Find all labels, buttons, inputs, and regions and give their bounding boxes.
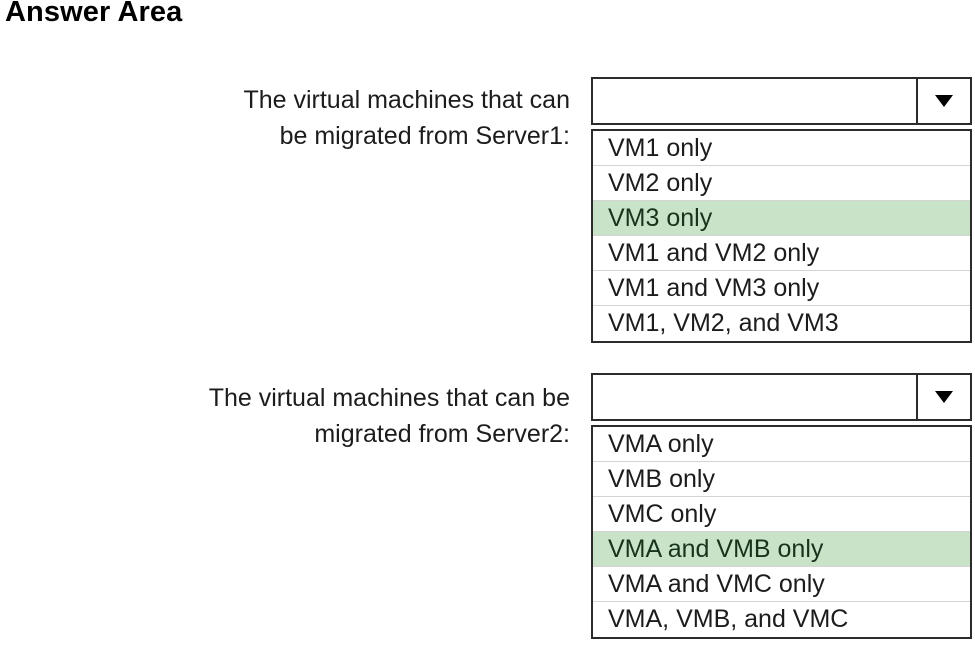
page-title: Answer Area (5, 0, 183, 28)
question-label-server1-line2: be migrated from Server1: (279, 122, 570, 150)
question-label-server1-line1: The virtual machines that can (243, 86, 570, 114)
list-item[interactable]: VMC only (593, 497, 970, 532)
dropdown-server1-option-list[interactable]: VM1 only VM2 only VM3 only VM1 and VM2 o… (591, 129, 972, 343)
dropdown-server2-value[interactable] (593, 375, 916, 419)
list-item[interactable]: VM2 only (593, 166, 970, 201)
list-item[interactable]: VMA, VMB, and VMC (593, 602, 970, 637)
dropdown-server1[interactable] (591, 77, 972, 125)
question-label-server2-line1: The virtual machines that can be (208, 384, 570, 412)
list-item[interactable]: VMA and VMC only (593, 567, 970, 602)
list-item[interactable]: VM1 and VM2 only (593, 236, 970, 271)
list-item[interactable]: VM1 only (593, 131, 970, 166)
question-label-server1: The virtual machines that can be migrate… (120, 82, 570, 154)
dropdown-server1-value[interactable] (593, 79, 916, 123)
question-label-server2-line2: migrated from Server2: (314, 420, 570, 448)
list-item[interactable]: VMA only (593, 427, 970, 462)
dropdown-server2[interactable] (591, 373, 972, 421)
dropdown-server2-option-list[interactable]: VMA only VMB only VMC only VMA and VMB o… (591, 425, 972, 639)
list-item[interactable]: VM1 and VM3 only (593, 271, 970, 306)
list-item[interactable]: VM3 only (593, 201, 970, 236)
list-item[interactable]: VMA and VMB only (593, 532, 970, 567)
dropdown-server1-toggle-button[interactable] (916, 79, 970, 123)
list-item[interactable]: VM1, VM2, and VM3 (593, 306, 970, 341)
list-item[interactable]: VMB only (593, 462, 970, 497)
dropdown-server2-toggle-button[interactable] (916, 375, 970, 419)
chevron-down-icon (935, 95, 953, 107)
chevron-down-icon (935, 391, 953, 403)
question-label-server2: The virtual machines that can be migrate… (80, 380, 570, 452)
